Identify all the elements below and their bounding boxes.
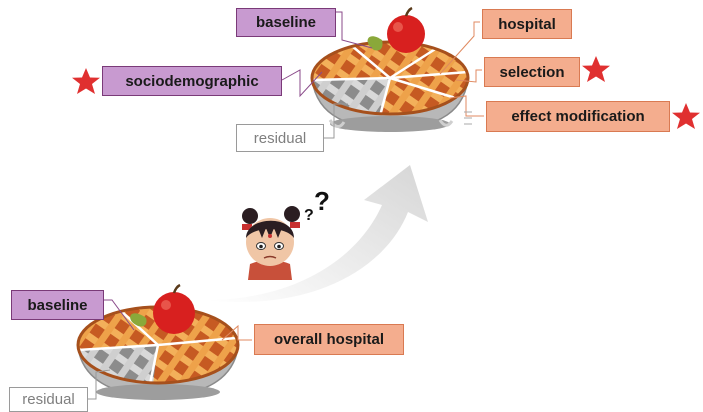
label-sociodemographic: sociodemographic bbox=[102, 66, 282, 96]
label-residual-top: residual bbox=[236, 124, 324, 152]
label-effect-modification: effect modification bbox=[486, 101, 670, 132]
confused-girl-icon bbox=[242, 206, 300, 280]
leader-overall-hospital bbox=[221, 324, 252, 341]
leader-sociodemographic bbox=[281, 69, 323, 98]
leader-baseline-bottom bbox=[104, 299, 135, 331]
bottom-apple-icon bbox=[153, 283, 195, 334]
leader-baseline-top bbox=[336, 11, 373, 49]
leader-hospital bbox=[439, 21, 480, 75]
leader-selection bbox=[455, 69, 482, 83]
question-mark-large: ? bbox=[314, 186, 330, 216]
question-mark-small: ? bbox=[304, 207, 314, 224]
label-residual-bottom: residual bbox=[9, 387, 88, 412]
label-overall-hospital: overall hospital bbox=[254, 324, 404, 355]
label-hospital: hospital bbox=[482, 9, 572, 39]
star-icon-selection bbox=[582, 56, 610, 82]
label-selection: selection bbox=[484, 57, 580, 87]
leader-residual-bottom bbox=[88, 369, 111, 400]
leader-effect-modification bbox=[449, 95, 484, 117]
top-apple-pie-icon bbox=[310, 36, 470, 132]
top-apple-icon bbox=[387, 6, 425, 53]
label-baseline-bottom: baseline bbox=[11, 290, 104, 320]
label-baseline-top: baseline bbox=[236, 8, 336, 37]
leader-residual-top bbox=[324, 103, 348, 139]
star-icon-effect-modification bbox=[672, 103, 700, 129]
curved-arrow bbox=[205, 165, 428, 303]
star-icon-sociodemographic bbox=[72, 68, 100, 94]
